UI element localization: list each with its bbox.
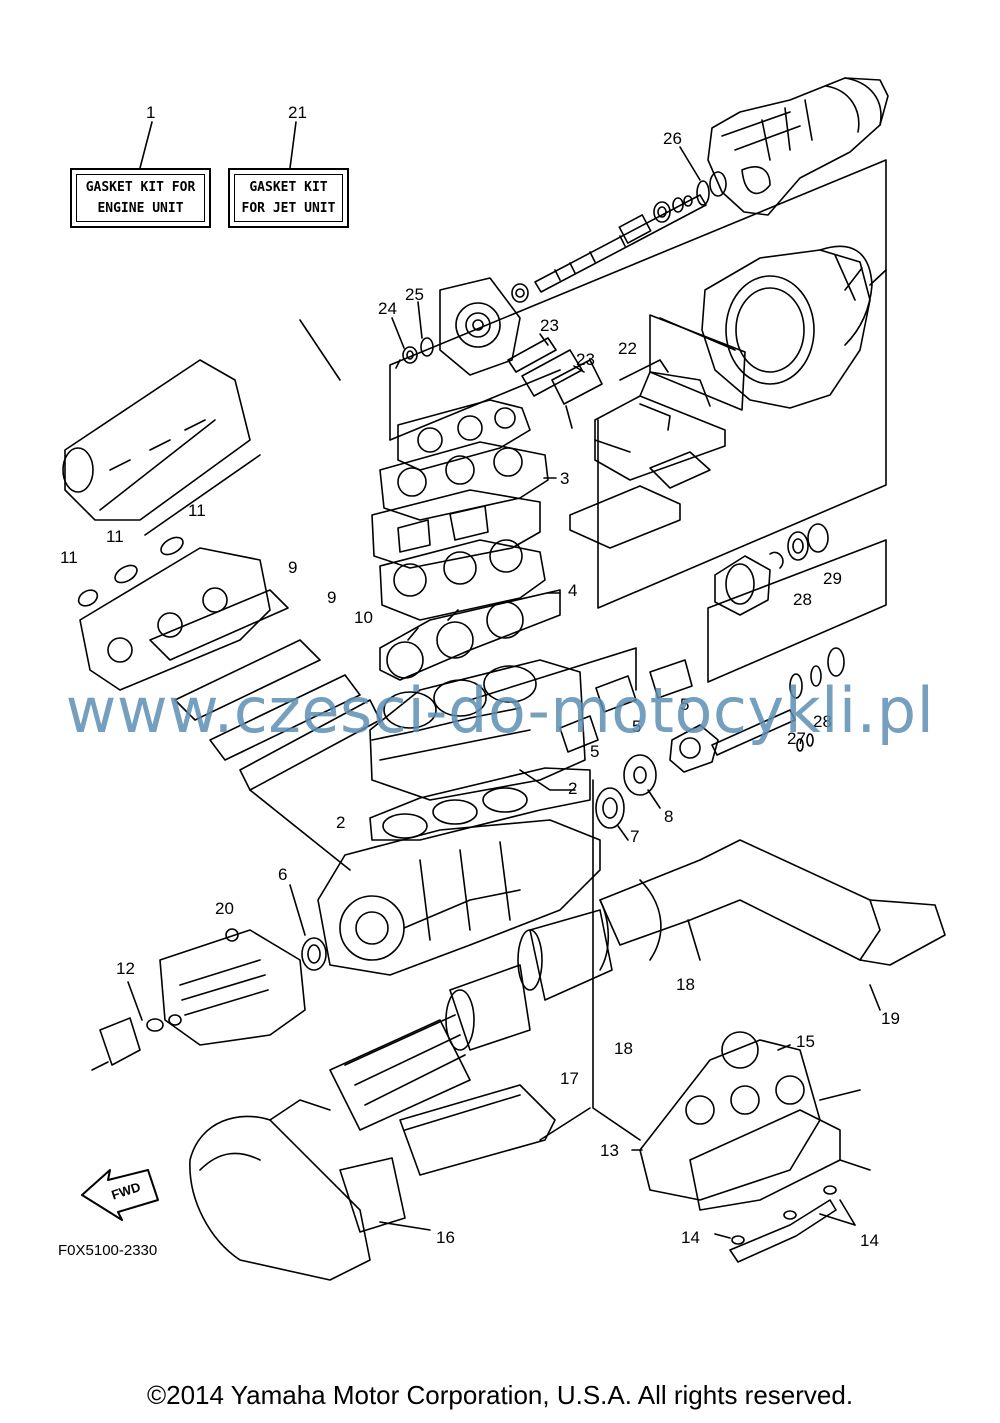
gasket-23 (507, 333, 603, 429)
callout-7: 7 (630, 827, 640, 846)
callout-13: 13 (600, 1141, 619, 1160)
callout-14a: 14 (681, 1228, 700, 1247)
exhaust-system (329, 839, 946, 1131)
gasket-kit-engine-box: GASKET KIT FOR ENGINE UNIT (70, 168, 211, 228)
callout-5c: 5 (590, 742, 600, 761)
callout-2a: 2 (568, 779, 578, 798)
callout-12: 12 (116, 959, 135, 978)
callout-14b: 14 (860, 1231, 879, 1250)
exhaust-manifold (631, 1031, 871, 1211)
callout-8: 8 (664, 807, 674, 826)
exhaust-valve-covers (469, 647, 693, 753)
kit-engine-number: 1 (146, 103, 156, 122)
callout-11a: 11 (188, 501, 206, 520)
callout-28a: 28 (793, 590, 812, 609)
jet-pump-housing (707, 77, 889, 216)
engine-frame-lines (539, 779, 641, 1141)
callout-20: 20 (215, 899, 234, 918)
callout-4: 4 (568, 581, 578, 600)
callout-22: 22 (618, 339, 637, 358)
starter-assembly (91, 928, 306, 1071)
kit-jet-number: 21 (288, 103, 307, 122)
callout-10: 10 (354, 608, 373, 627)
callout-3: 3 (560, 469, 570, 488)
kit-jet-line1: GASKET KIT (249, 180, 328, 195)
callout-15: 15 (796, 1032, 815, 1051)
cylinder-block (369, 659, 586, 801)
callout-6: 6 (278, 865, 288, 884)
callout-11c: 11 (60, 548, 78, 567)
kit-leader-lines (139, 121, 297, 169)
jet-unit-frame (389, 159, 887, 609)
fwd-arrow-icon: FWD (81, 1169, 159, 1221)
oil-seal-6 (289, 884, 327, 971)
intake-gaskets (149, 589, 381, 871)
crankcase (299, 319, 601, 976)
kit-engine-line1: GASKET KIT FOR (85, 180, 196, 195)
diagram-code: F0X5100-2330 (58, 1242, 158, 1259)
callout-2b: 2 (336, 813, 346, 832)
kit-engine-line2: ENGINE UNIT (97, 201, 184, 216)
callout-29: 29 (823, 569, 842, 588)
head-gaskets (379, 589, 561, 681)
callout-9a: 9 (288, 558, 298, 577)
cylinder-head-assembly (371, 399, 557, 621)
callout-18b: 18 (614, 1039, 633, 1058)
callout-26: 26 (663, 129, 682, 148)
intermediate-housing (391, 277, 521, 376)
intake-carburetors (77, 454, 271, 691)
ride-plate (569, 359, 726, 549)
callout-5b: 5 (632, 717, 642, 736)
drive-coupler (669, 539, 887, 773)
crankcase-gaskets (369, 767, 591, 841)
callout-16: 16 (436, 1228, 455, 1247)
bearing-housing (714, 523, 829, 616)
callout-28b: 28 (813, 712, 832, 731)
jet-intake-housing (649, 245, 873, 411)
callout-17: 17 (560, 1069, 579, 1088)
hose-fittings (714, 1185, 856, 1263)
air-intake-silencer (62, 359, 251, 521)
callout-25: 25 (405, 285, 424, 304)
callout-5a: 5 (680, 695, 690, 714)
callout-23b: 23 (576, 350, 595, 369)
callout-24: 24 (378, 299, 397, 318)
callout-19: 19 (881, 1009, 900, 1028)
watermark: www.czesci-do-motocykli.pl (65, 674, 935, 747)
callout-23a: 23 (540, 316, 559, 335)
callout-11b: 11 (106, 527, 124, 546)
kit-jet-line2: FOR JET UNIT (241, 201, 336, 216)
callout-27: 27 (787, 729, 806, 748)
water-box (189, 1084, 556, 1281)
callout-9b: 9 (327, 588, 337, 607)
gasket-kit-jet-box: GASKET KIT FOR JET UNIT (228, 168, 349, 228)
drive-shaft (511, 146, 710, 303)
copyright-notice: ©2014 Yamaha Motor Corporation, U.S.A. A… (146, 1380, 854, 1410)
crank-seals (595, 754, 661, 841)
callout-18a: 18 (676, 975, 695, 994)
